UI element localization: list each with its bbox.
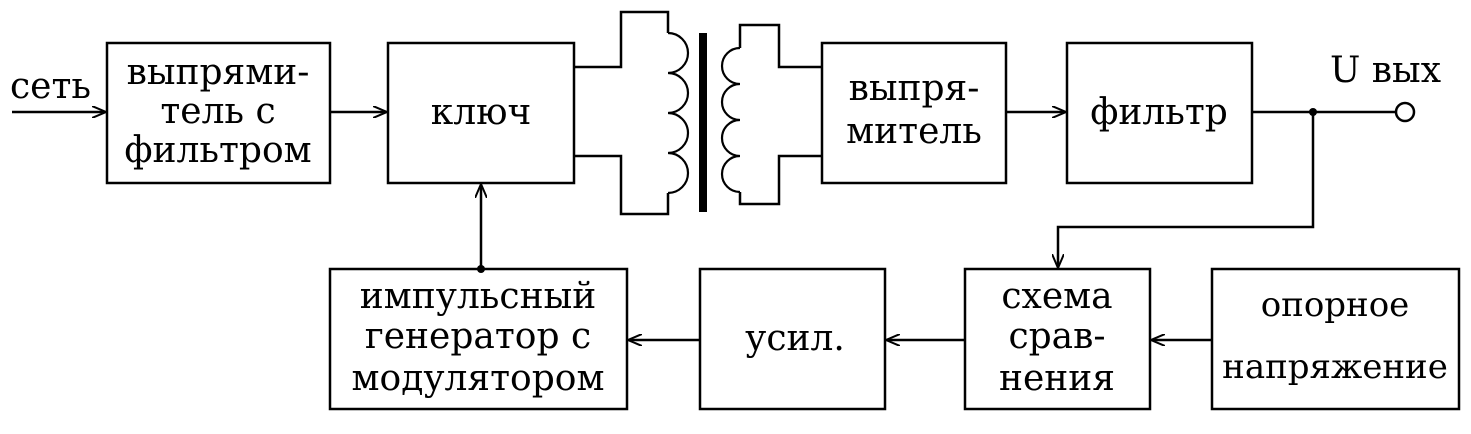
svg-text:нения: нения [999, 358, 1115, 399]
svg-text:схема: схема [1001, 276, 1112, 317]
svg-text:выпря-: выпря- [849, 68, 980, 109]
rectifier-filter-block [105, 41, 332, 185]
amplifier-label: усил. [745, 318, 845, 359]
rectifier-block [820, 41, 1008, 185]
svg-text:напряжение: напряжение [1222, 347, 1448, 387]
generator-node [477, 265, 485, 273]
svg-text:фильтром: фильтром [124, 130, 311, 171]
filter-label: фильтр [1090, 92, 1228, 133]
svg-text:срав-: срав- [1008, 316, 1105, 357]
transformer [574, 10, 822, 216]
output-terminal [1394, 101, 1416, 123]
feedback-line [1058, 112, 1315, 267]
svg-text:тель с: тель с [160, 91, 275, 132]
switch-label: ключ [431, 92, 532, 133]
svg-text:митель: митель [846, 111, 982, 152]
comparator-block [963, 267, 1152, 411]
pulse-generator-block [328, 267, 629, 411]
svg-text:модулятором: модулятором [352, 358, 605, 399]
output-label: U вых [1330, 50, 1441, 91]
pulse-generator-label: импульсный генератор с модулятором [352, 276, 605, 399]
comparator-label: схема срав- нения [999, 276, 1115, 399]
primary-winding [667, 31, 690, 195]
switch-block [386, 41, 576, 185]
input-label: сеть [10, 66, 91, 107]
rectifier-filter-label: выпрями- тель с фильтром [124, 52, 311, 171]
svg-text:импульсный: импульсный [360, 276, 596, 317]
rectifier-label: выпря- митель [846, 68, 982, 152]
filter-block [1065, 41, 1254, 185]
svg-text:генератор с: генератор с [365, 316, 591, 357]
svg-text:опорное: опорное [1261, 285, 1410, 325]
secondary-winding [720, 46, 741, 194]
svg-text:выпрями-: выпрями- [127, 52, 310, 93]
reference-voltage-label: опорное напряжение [1222, 285, 1448, 387]
